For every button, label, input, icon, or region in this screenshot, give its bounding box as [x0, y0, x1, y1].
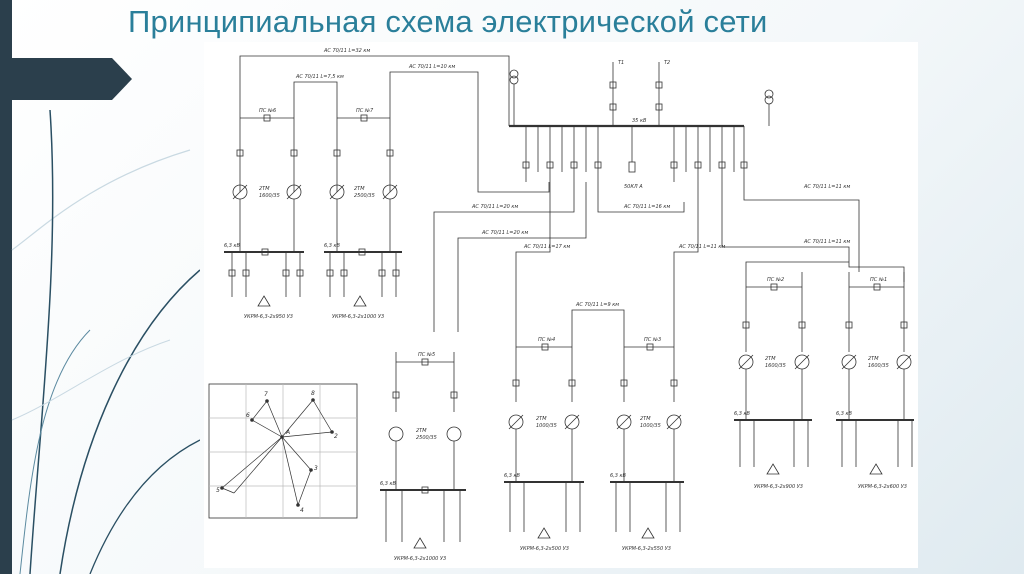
line-label: АС 70/11 L=11 км [803, 184, 850, 190]
main-t1-label: Т1 [618, 60, 624, 66]
line-label: АС 70/11 L=16 км [623, 204, 670, 210]
ps-label: ПС №6 [259, 108, 276, 114]
ps-label: ПС №1 [870, 277, 887, 283]
line-label: АС 70/11 L=9 км [575, 302, 619, 308]
slide-title: Принципиальная схема электрической сети [128, 4, 768, 39]
bus-label: 6,3 кВ [610, 473, 627, 479]
transformer-label: 2ТМ [259, 186, 270, 192]
location-map: 7 6 А 8 2 3 5 4 [208, 383, 358, 519]
transformer-label: 1600/35 [765, 363, 786, 369]
bus-label: 6,3 кВ [734, 411, 751, 417]
map-node-label: 4 [300, 507, 304, 514]
transformer-label: 2ТМ [354, 186, 365, 192]
ps-label: ПС №3 [644, 337, 661, 343]
compensation-label: УКРМ-6,3-2х1000 У3 [332, 314, 384, 320]
map-node-label: 3 [314, 465, 318, 472]
line-label: АС 70/11 L=11 км [803, 239, 850, 245]
bus-label: 6,3 кВ [224, 243, 241, 249]
compensation-label: УКРМ-6,3-2х900 У3 [754, 484, 803, 490]
line-label: АС 70/11 L=7,5 км [295, 74, 344, 80]
transformer-label: 2ТМ [416, 428, 427, 434]
transformer-label: 1000/35 [536, 423, 557, 429]
main-t2-label: Т2 [664, 60, 670, 66]
ps-label: ПС №7 [356, 108, 374, 114]
main-load-label: 50КЛ А [624, 184, 643, 190]
compensation-label: УКРМ-6,3-2х1000 У3 [394, 556, 446, 562]
line-label: АС 70/11 L=17 км [523, 244, 570, 250]
map-node-label: 2 [334, 433, 338, 440]
network-schematic: АС 70/11 L=32 км АС 70/11 L=7,5 км АС 70… [208, 48, 914, 562]
ps-label: ПС №5 [418, 352, 435, 358]
line-label: АС 70/11 L=20 км [471, 204, 518, 210]
line-label: АС 70/11 L=10 км [408, 64, 455, 70]
bus-label: 6,3 кВ [380, 481, 397, 487]
transformer-label: 2ТМ [868, 356, 879, 362]
transformer-label: 1000/35 [640, 423, 661, 429]
ps-label: ПС №4 [538, 337, 555, 343]
compensation-label: УКРМ-6,3-2х950 У3 [244, 314, 293, 320]
transformer-label: 1600/35 [259, 193, 280, 199]
transformer-label: 2500/35 [354, 193, 375, 199]
compensation-label: УКРМ-6,3-2х500 У3 [520, 546, 569, 552]
line-label: АС 70/11 L=20 км [481, 230, 528, 236]
map-node-label: 5 [216, 487, 220, 494]
map-node-label: 8 [311, 390, 315, 397]
transformer-label: 1600/35 [868, 363, 889, 369]
compensation-label: УКРМ-6,3-2х550 У3 [622, 546, 671, 552]
bus-label: 6,3 кВ [324, 243, 341, 249]
ps-label: ПС №2 [767, 277, 784, 283]
map-node-label: 6 [246, 412, 250, 419]
transformer-label: 2ТМ [536, 416, 547, 422]
map-node-label: А [285, 429, 290, 436]
diagram-panel: АС 70/11 L=32 км АС 70/11 L=7,5 км АС 70… [204, 42, 918, 568]
left-accent-bar [0, 0, 12, 574]
bus-label: 6,3 кВ [504, 473, 521, 479]
transformer-label: 2500/35 [416, 435, 437, 441]
main-bus-label: 35 кВ [632, 118, 647, 124]
line-label: АС 70/11 L=32 км [323, 48, 370, 54]
decorative-curves [11, 109, 200, 574]
bus-label: 6,3 кВ [836, 411, 853, 417]
transformer-label: 2ТМ [640, 416, 651, 422]
compensation-label: УКРМ-6,3-2х600 У3 [858, 484, 907, 490]
map-node-label: 7 [264, 391, 268, 398]
arrow-tab [0, 58, 132, 100]
transformer-label: 2ТМ [765, 356, 776, 362]
line-label: АС 70/11 L=11 км [678, 244, 725, 250]
